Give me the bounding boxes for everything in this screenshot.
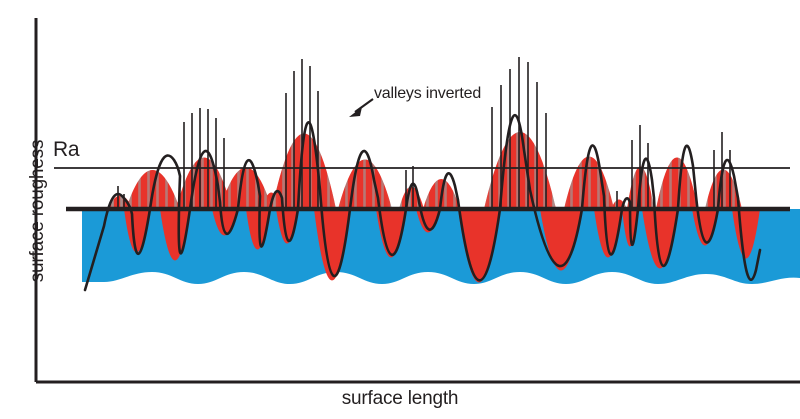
blue-valley-area [82,209,800,284]
callout-arrow-icon [349,98,374,117]
ra-label: Ra [53,138,80,161]
valleys-inverted-label: valleys inverted [374,85,482,102]
measurement-tick-lines [117,57,731,209]
valley-fill-band [82,209,800,284]
x-axis-label: surface length [341,388,459,409]
y-axis-label: surface roughess [27,139,48,283]
